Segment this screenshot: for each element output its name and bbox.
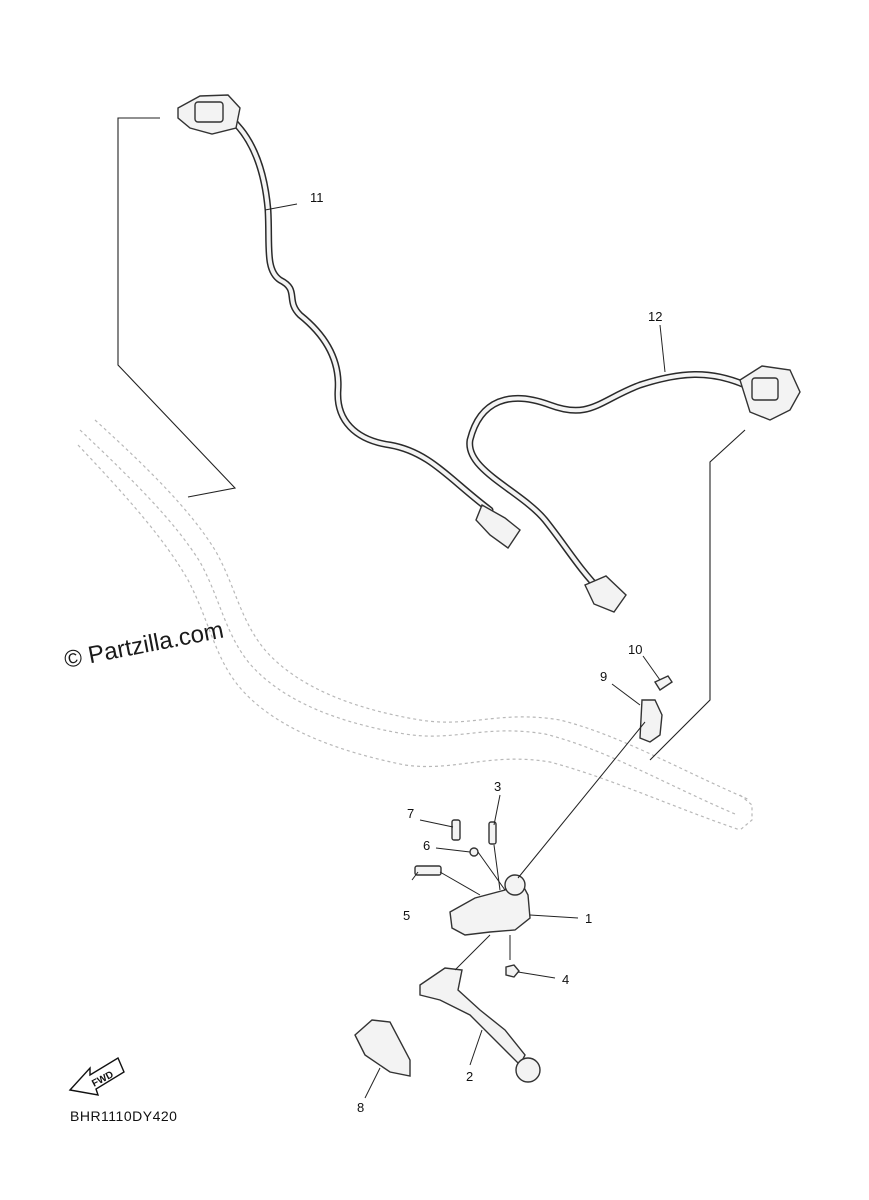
- group-frame-left: [117, 117, 237, 498]
- bolt-7: [451, 819, 461, 841]
- callout-10: 10: [628, 642, 642, 657]
- lever-holder-1: [449, 874, 531, 936]
- diagram-code: BHR1110DY420: [70, 1108, 177, 1124]
- callout-3: 3: [494, 779, 501, 794]
- lever-2: [419, 967, 541, 1083]
- callout-2: 2: [466, 1069, 473, 1084]
- callout-4: 4: [562, 972, 569, 987]
- washer-6: [469, 847, 479, 857]
- callout-6: 6: [423, 838, 430, 853]
- callout-7: 7: [407, 806, 414, 821]
- handlebar-ghost-outline: [77, 419, 753, 831]
- boot-cover-8: [354, 1019, 411, 1077]
- fwd-arrow-icon: FWD: [68, 1056, 125, 1096]
- callout-11: 11: [310, 190, 324, 205]
- callout-labels: 11 12 10 9 3 7 6 5 1 4 2 8: [310, 190, 662, 1115]
- callout-5: 5: [403, 908, 410, 923]
- nut-4: [505, 964, 520, 978]
- callout-8: 8: [357, 1100, 364, 1115]
- group-frame-right: [649, 429, 746, 761]
- callout-1: 1: [585, 911, 592, 926]
- screw-10: [653, 675, 673, 691]
- cable-assembly-11: [177, 94, 521, 549]
- bolt-3: [488, 821, 497, 845]
- switch-9: [639, 699, 663, 743]
- cable-assembly-12: [466, 365, 801, 613]
- leader-lines: [264, 203, 666, 1099]
- callout-12: 12: [648, 309, 662, 324]
- watermark-text: © Partzilla.com: [62, 617, 226, 674]
- callout-9: 9: [600, 669, 607, 684]
- bolt-5: [414, 865, 442, 876]
